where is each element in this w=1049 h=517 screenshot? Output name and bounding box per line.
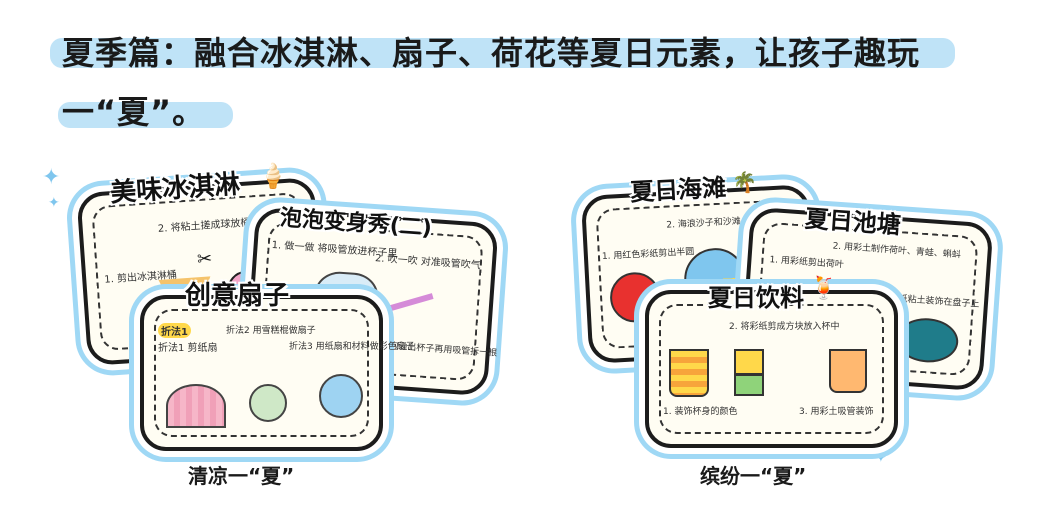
step-text: 2. 将彩纸剪成方块放入杯中 [729,322,840,332]
cup-image [669,349,709,397]
paper-fan-image [166,384,226,428]
sparkle-icon: ✦ [48,195,60,211]
step-text: 折法1 剪纸扇 [158,343,218,354]
step-text: 1. 装饰杯身的颜色 [663,407,738,417]
right-caption: 缤纷一“夏” [700,464,807,488]
sparkle-icon: ✦ [42,165,61,190]
left-card-group: ✦ ✦ 2. 将粘土搓成球放桶里 1. 剪出冰淇淋桶 ✂ 美味冰淇淋 🍦 1. … [40,150,510,500]
left-caption: 清凉一“夏” [188,464,295,488]
title-highlight-2 [58,102,233,128]
fan-card-title: 创意扇子 [185,281,290,311]
drink-icon: 🍹 [810,276,838,301]
step-text: 折法2 用雪糕棍做扇子 [226,326,316,336]
color-squares-image [734,349,764,375]
drink-glass-image [829,349,867,393]
title-highlight-1 [50,38,955,68]
right-card-group: ✦ ✦ 2. 海浪沙子和沙滩 1. 用红色彩纸剪出半圆 夏日海滩 🌴 1. 用彩… [560,150,1030,500]
ice-cream-icon: 🍦 [258,162,288,190]
color-squares-image [734,374,764,396]
flower-fan-image [319,374,363,418]
scissors-icon: ✂ [196,248,213,271]
round-fan-image [249,384,287,422]
step-text: 折法3 用纸扇和材料做彩色扇子 [289,342,415,352]
page-title-line-2: 一“夏”。 [62,93,206,131]
pond-card-title: 夏日池塘 [803,204,902,240]
page-title-line-1: 夏季篇：融合冰淇淋、扇子、荷花等夏日元素，让孩子趣玩 [62,34,921,72]
drink-card: 2. 将彩纸剪成方块放入杯中 1. 装饰杯身的颜色 3. 用彩土吸管装饰 [645,290,898,448]
sparkle-icon: ✦ [875,450,887,466]
palm-tree-icon: 🌴 [732,170,757,194]
beach-card-title: 夏日海滩 [629,173,727,207]
fan-card: 折法1 折法1 剪纸扇 折法2 用雪糕棍做扇子 折法3 用纸扇和材料做彩色扇子 [140,295,415,451]
step-text: 3. 用彩土吸管装饰 [799,407,874,417]
step-text: 折法1 [158,323,194,338]
drink-card-title: 夏日饮料 [708,284,804,312]
